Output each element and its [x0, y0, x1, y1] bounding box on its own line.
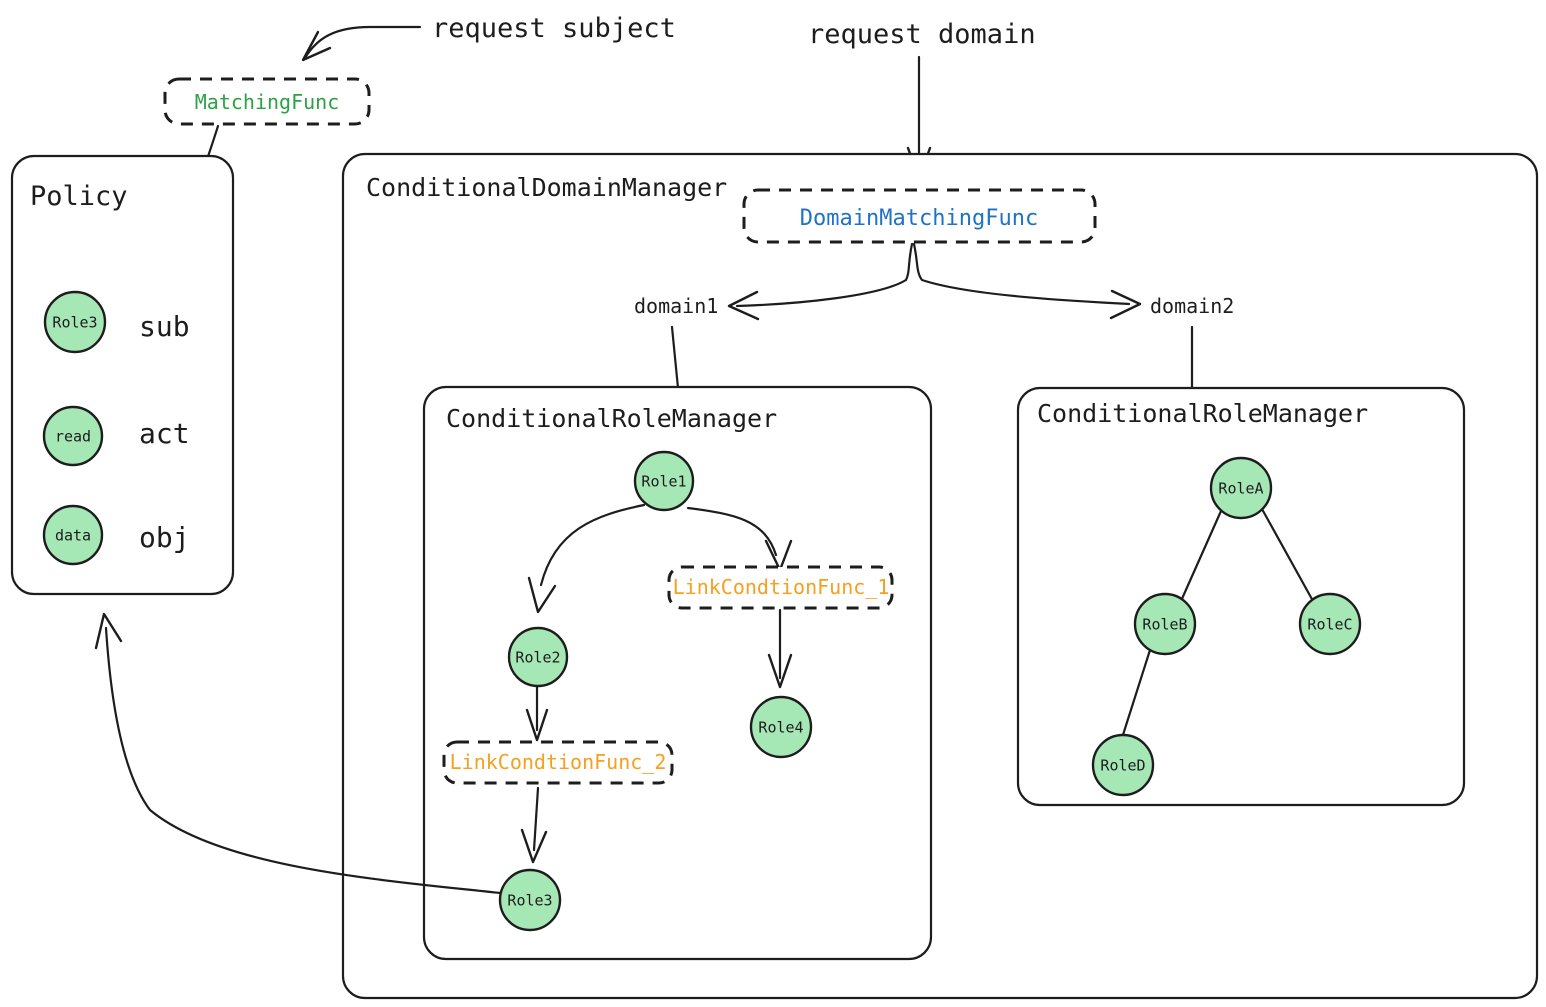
policy-row-obj: data obj — [42, 504, 190, 566]
node-role2-label: Role2 — [515, 649, 560, 667]
conditional-role-manager-left-container: ConditionalRoleManager Role1 LinkCondtio… — [422, 385, 933, 961]
conditional-role-manager-right-title: ConditionalRoleManager — [1037, 399, 1368, 428]
conditional-domain-manager-title: ConditionalDomainManager — [366, 173, 727, 202]
policy-field-obj: obj — [139, 521, 190, 554]
lcf1-to-role4-arrowhead — [767, 653, 793, 689]
policy-title: Policy — [30, 181, 128, 212]
node-roleB-circle[interactable] — [1133, 592, 1197, 656]
node-roleC-label: RoleC — [1307, 616, 1352, 634]
node-roleB-label: RoleB — [1142, 616, 1187, 634]
link-condtion-func-2-node[interactable]: LinkCondtionFunc_2 — [442, 740, 674, 785]
node-role3-circle[interactable] — [498, 868, 562, 932]
link-condtion-func-2-box[interactable] — [442, 740, 674, 785]
policy-node-obj-circle[interactable] — [42, 504, 104, 566]
policy-node-act-circle[interactable] — [42, 405, 104, 467]
matching-func-label: MatchingFunc — [195, 90, 340, 114]
request-domain-annotation: request domain — [808, 19, 1036, 180]
role3-to-policy-arrowhead — [94, 612, 123, 650]
conditional-role-manager-left-box — [422, 385, 933, 961]
domain1-stem — [670, 325, 680, 390]
domain2-edge — [912, 242, 1131, 306]
link-condtion-func-1-node[interactable]: LinkCondtionFunc_1 — [667, 565, 894, 610]
policy-node-act-label: read — [55, 428, 91, 446]
policy-node-sub-label: Role3 — [52, 314, 97, 332]
policy-node-obj-label: data — [55, 527, 91, 545]
domain-matching-func-box[interactable] — [742, 188, 1097, 244]
roleA-to-roleB-edge — [1179, 509, 1223, 603]
policy-field-act: act — [139, 417, 190, 450]
domain1-arrowhead — [727, 290, 760, 321]
policy-box — [10, 154, 235, 596]
node-roleC-circle[interactable] — [1298, 592, 1362, 656]
lcf2-to-role3-edge — [532, 786, 540, 852]
domain-matching-func-node[interactable]: DomainMatchingFunc — [742, 188, 1097, 244]
node-roleD-label: RoleD — [1100, 757, 1145, 775]
node-role2-circle[interactable] — [507, 626, 569, 688]
domain-split-edges: domain1 domain2 — [634, 242, 1234, 390]
conditional-role-manager-right-box — [1016, 386, 1466, 807]
policy-container: Policy Role3 sub read act data obj — [10, 154, 235, 596]
domain2-arrowhead — [1109, 289, 1142, 320]
role3-to-policy-edge — [104, 626, 502, 895]
role2-to-lcf2-arrowhead — [525, 708, 549, 742]
node-roleD-circle[interactable] — [1091, 733, 1155, 797]
lcf2-to-role3-arrowhead — [520, 828, 548, 864]
role1-to-role2-edge — [539, 503, 646, 587]
matching-func-box[interactable] — [163, 77, 371, 126]
node-role4-label: Role4 — [758, 719, 803, 737]
policy-row-sub: Role3 sub — [43, 290, 190, 354]
node-role3-label: Role3 — [507, 892, 552, 910]
conditional-role-manager-right-container: ConditionalRoleManager RoleA RoleB RoleC… — [1016, 386, 1466, 807]
link-condtion-func-1-box[interactable] — [667, 565, 894, 610]
link-condtion-func-2-label: LinkCondtionFunc_2 — [450, 750, 667, 774]
request-subject-arrowhead — [301, 30, 332, 62]
node-role1-circle[interactable] — [633, 450, 695, 512]
role3-to-policy-edge-group — [94, 612, 502, 895]
node-role4-circle[interactable] — [749, 695, 813, 759]
node-roleA-circle[interactable] — [1209, 456, 1273, 520]
matching-func-node[interactable]: MatchingFunc — [163, 77, 371, 126]
domain1-edge — [735, 242, 914, 308]
request-subject-label: request subject — [432, 13, 676, 44]
domain2-label: domain2 — [1150, 294, 1234, 318]
conditional-role-manager-left-title: ConditionalRoleManager — [446, 404, 777, 433]
request-subject-arrow-line — [303, 25, 422, 60]
request-domain-label: request domain — [808, 19, 1036, 50]
role1-to-role2-arrowhead — [527, 576, 557, 614]
request-subject-annotation: request subject — [301, 13, 676, 62]
domain-matching-func-label: DomainMatchingFunc — [800, 206, 1038, 231]
policy-field-sub: sub — [139, 310, 190, 343]
policy-row-act: read act — [42, 405, 190, 467]
roleB-to-roleD-edge — [1120, 648, 1152, 740]
domain1-label: domain1 — [634, 294, 718, 318]
link-condtion-func-1-label: LinkCondtionFunc_1 — [673, 575, 890, 599]
role1-to-lcf1-edge — [686, 506, 778, 557]
node-roleA-label: RoleA — [1218, 480, 1263, 498]
policy-node-sub-circle[interactable] — [43, 290, 107, 354]
node-role1-label: Role1 — [641, 473, 686, 491]
roleA-to-roleC-edge — [1260, 507, 1315, 603]
